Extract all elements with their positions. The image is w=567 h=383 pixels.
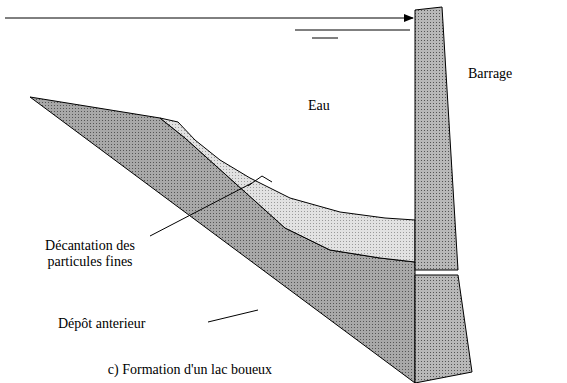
water-label: Eau xyxy=(308,98,368,114)
figure-caption: c) Formation d'un lac boueux xyxy=(60,362,320,378)
level-arrow xyxy=(5,18,413,19)
leader-line xyxy=(208,310,258,322)
water-level xyxy=(295,30,410,31)
sediment-label: Décantation des particules fines xyxy=(20,238,160,270)
leader-line xyxy=(150,183,252,236)
deposit-label: Dépôt anterieur xyxy=(58,316,208,332)
dam-lower xyxy=(415,275,472,383)
dam-upper xyxy=(415,7,458,270)
fine-sediment xyxy=(160,118,415,262)
water-level-mark xyxy=(312,38,338,39)
dam-label: Barrage xyxy=(468,66,558,82)
sediment-crest xyxy=(248,176,272,186)
